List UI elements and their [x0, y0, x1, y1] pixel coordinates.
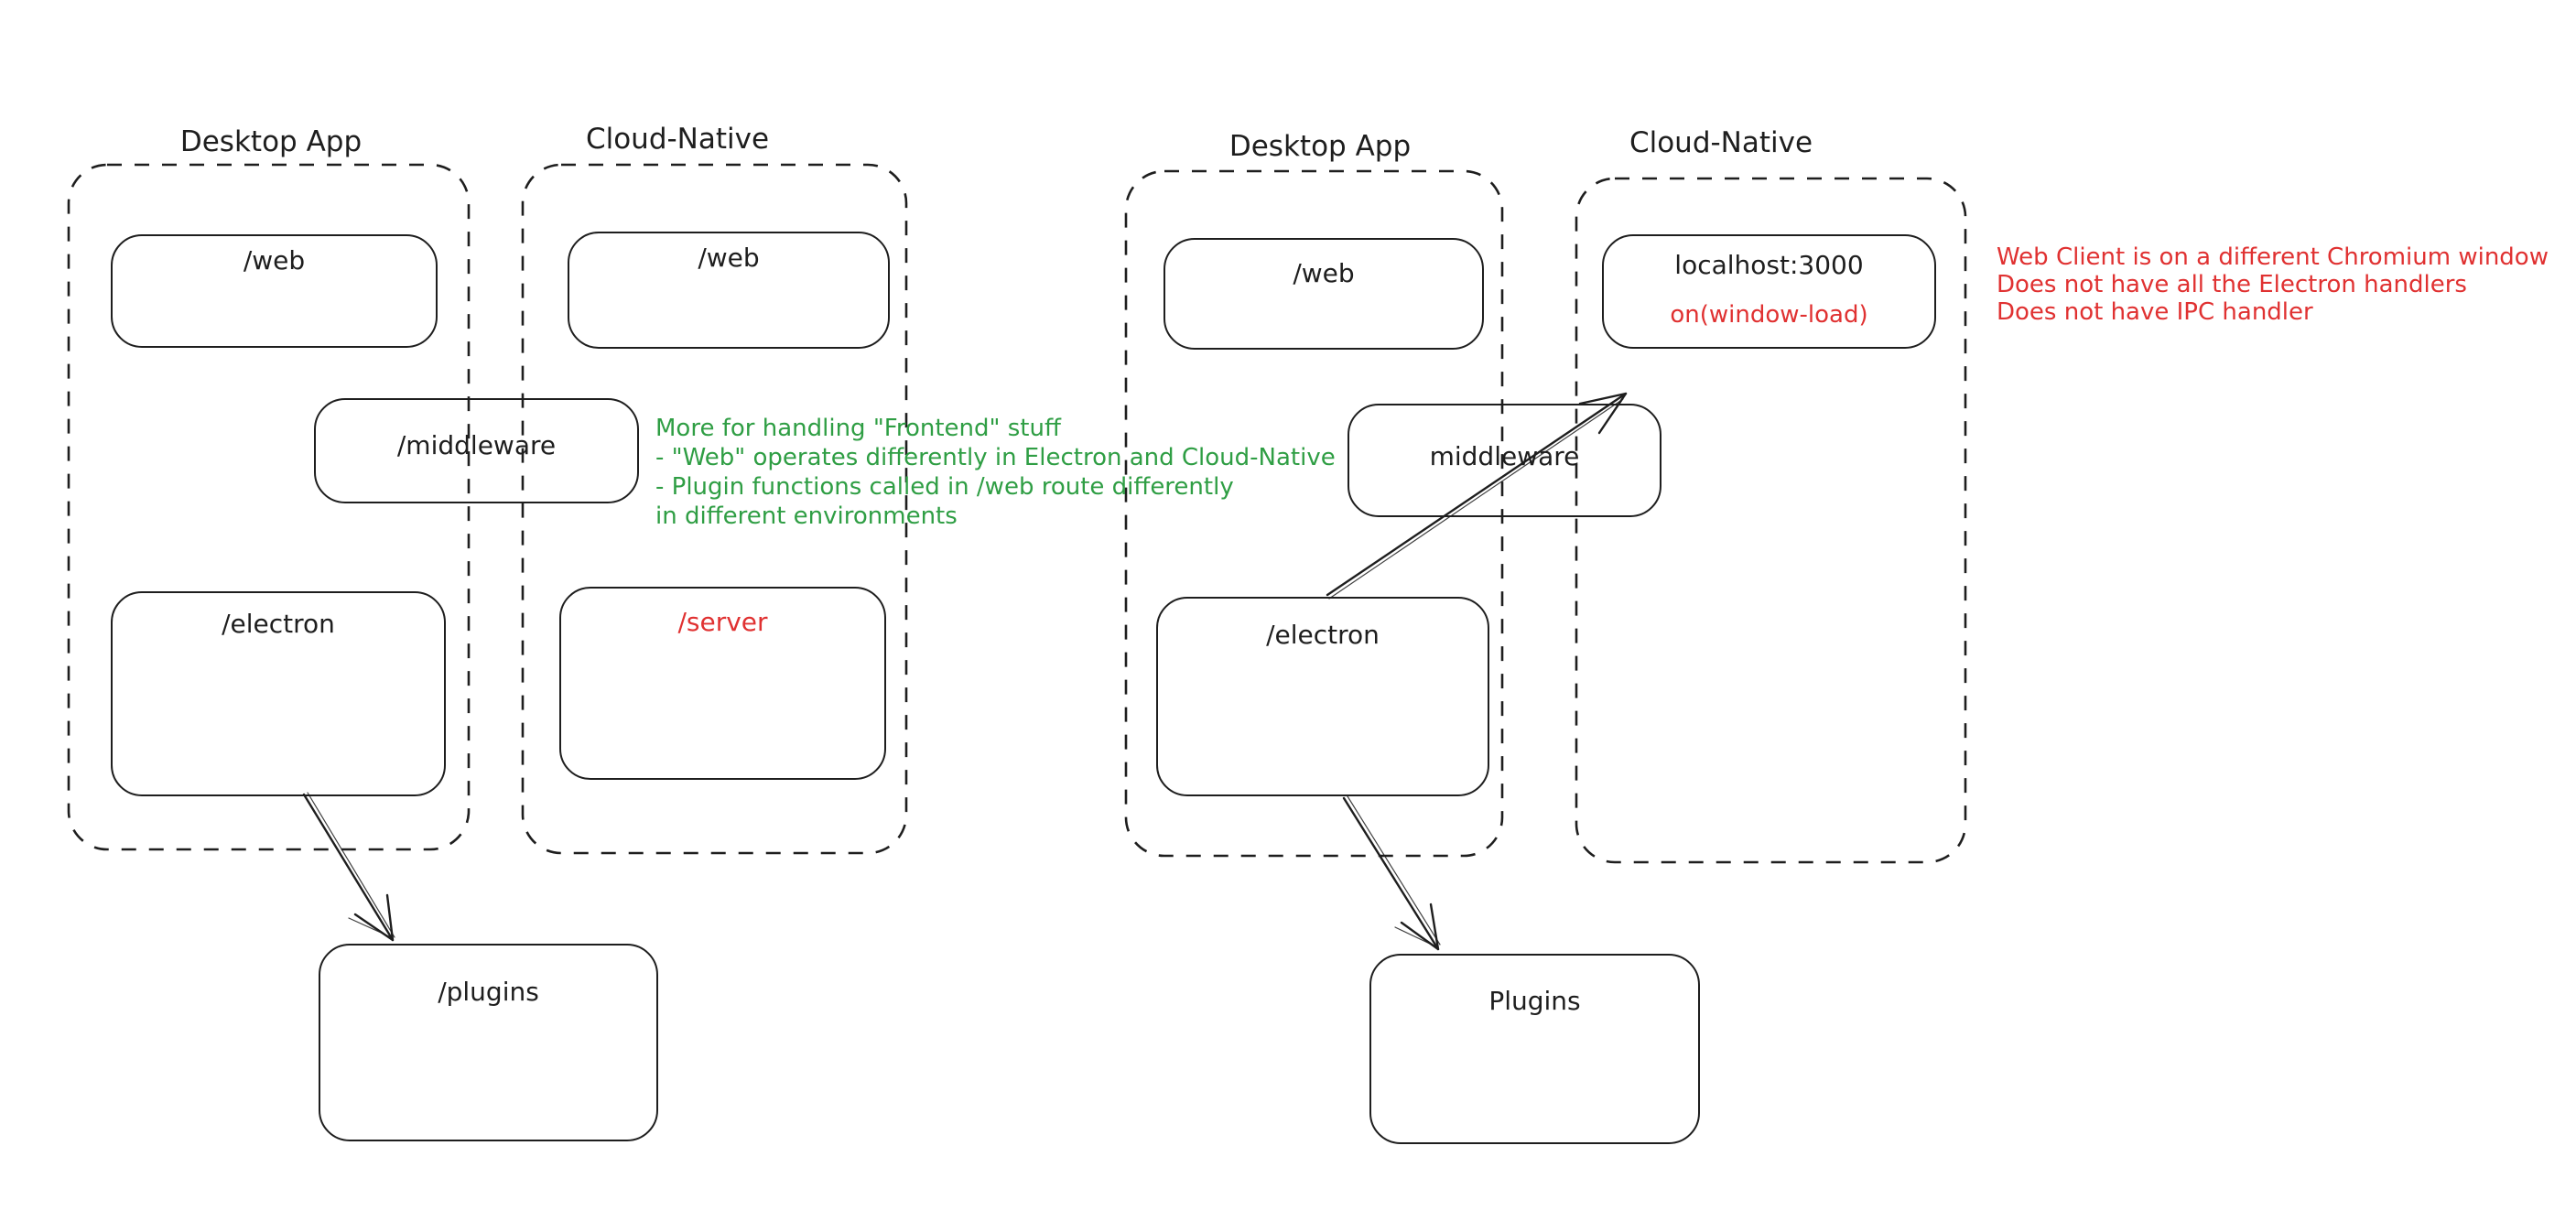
- note-frontend-line-3: - Plugin functions called in /web route …: [655, 473, 1234, 501]
- box-plugins-right[interactable]: Plugins: [1369, 954, 1700, 1144]
- box-web-right-label: /web: [1293, 258, 1355, 288]
- box-web-desktop-left[interactable]: /web: [111, 234, 438, 348]
- note-web-client-line-1: Web Client is on a different Chromium wi…: [1997, 243, 2549, 271]
- box-localhost-3000[interactable]: localhost:3000 on(window-load): [1602, 234, 1936, 349]
- box-electron-right[interactable]: /electron: [1156, 597, 1489, 796]
- note-web-client-warning[interactable]: Web Client is on a different Chromium wi…: [1997, 243, 2549, 326]
- title-cloud-native-right[interactable]: Cloud-Native: [1629, 126, 1813, 159]
- box-middleware-left-label: /middleware: [396, 430, 557, 460]
- arrow-electron-to-plugins-left[interactable]: [302, 792, 395, 942]
- box-plugins-right-label: Plugins: [1488, 986, 1581, 1016]
- arrow-electron-to-localhost-right[interactable]: [1326, 392, 1628, 600]
- box-server-left[interactable]: /server: [559, 587, 886, 780]
- note-frontend-handling[interactable]: More for handling "Frontend" stuff - "We…: [655, 414, 1336, 531]
- box-middleware-left[interactable]: /middleware: [314, 398, 639, 503]
- container-cloud-native-left[interactable]: [521, 163, 908, 855]
- arrow-electron-to-plugins-right[interactable]: [1342, 795, 1441, 951]
- box-server-left-label: /server: [677, 607, 768, 637]
- container-desktop-app-left[interactable]: [67, 163, 471, 851]
- box-localhost-3000-label: localhost:3000: [1674, 250, 1864, 280]
- box-middleware-right[interactable]: middleware: [1348, 404, 1661, 517]
- box-web-desktop-left-label: /web: [243, 245, 306, 276]
- note-frontend-line-1: More for handling "Frontend" stuff: [655, 415, 1061, 442]
- note-frontend-line-2: - "Web" operates differently in Electron…: [655, 444, 1336, 471]
- note-web-client-line-3: Does not have IPC handler: [1997, 298, 2313, 326]
- box-plugins-left[interactable]: /plugins: [319, 944, 658, 1141]
- box-localhost-event-label: on(window-load): [1670, 301, 1868, 329]
- title-cloud-native-left[interactable]: Cloud-Native: [585, 123, 770, 156]
- container-cloud-native-right[interactable]: [1575, 177, 1967, 864]
- container-desktop-app-right[interactable]: [1124, 169, 1504, 858]
- box-middleware-right-label: middleware: [1429, 441, 1580, 471]
- note-web-client-line-2: Does not have all the Electron handlers: [1997, 271, 2467, 298]
- box-web-cloud-left-label: /web: [698, 243, 760, 273]
- box-web-right[interactable]: /web: [1164, 238, 1484, 350]
- box-plugins-left-label: /plugins: [438, 977, 539, 1007]
- box-electron-left[interactable]: /electron: [111, 591, 446, 796]
- box-web-cloud-left[interactable]: /web: [568, 232, 890, 349]
- title-desktop-app-left[interactable]: Desktop App: [179, 125, 363, 158]
- box-electron-left-label: /electron: [222, 609, 335, 639]
- box-electron-right-label: /electron: [1266, 620, 1380, 650]
- title-desktop-app-right[interactable]: Desktop App: [1228, 130, 1412, 163]
- note-frontend-line-4: in different environments: [655, 503, 958, 530]
